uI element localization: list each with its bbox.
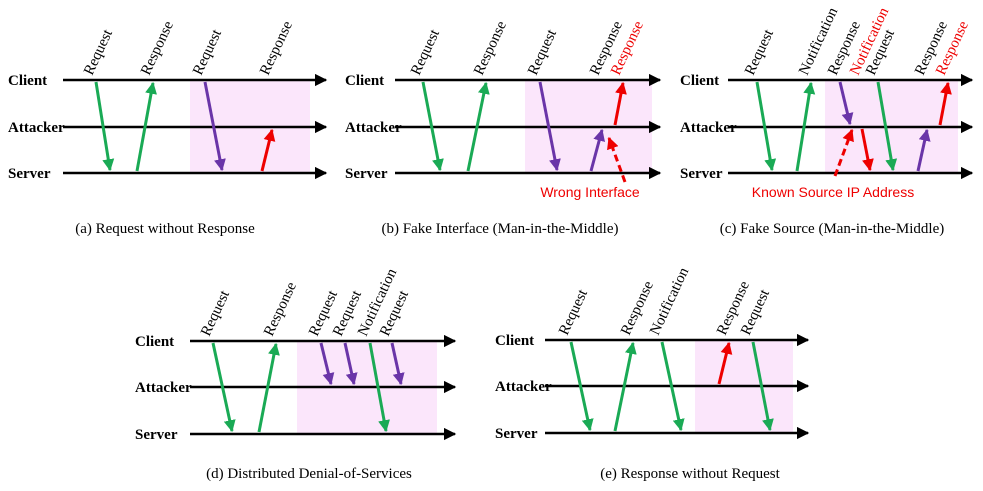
lane-label-server: Server bbox=[495, 426, 538, 442]
message-label-response: Response bbox=[257, 19, 296, 78]
message-label-request: Request bbox=[742, 26, 777, 77]
message-arrow-response bbox=[838, 81, 854, 126]
message-arrow-request bbox=[538, 81, 561, 172]
message-arrow-response bbox=[260, 128, 276, 172]
panel-note: Known Source IP Address bbox=[752, 184, 914, 200]
message-arrow-response bbox=[938, 81, 952, 126]
message-arrow-response bbox=[613, 81, 627, 126]
lane-label-client: Client bbox=[680, 73, 719, 89]
lane-label-attacker: Attacker bbox=[135, 380, 192, 396]
message-arrow-request bbox=[390, 342, 405, 386]
panel-caption: (b) Fake Interface (Man-in-the-Middle) bbox=[382, 221, 619, 237]
lane-label-client: Client bbox=[495, 333, 534, 349]
lane-label-client: Client bbox=[135, 334, 174, 350]
message-arrow-response bbox=[466, 81, 490, 172]
lane-label-server: Server bbox=[135, 427, 178, 443]
panel-caption: (e) Response without Request bbox=[600, 466, 780, 482]
message-arrow-notification bbox=[368, 342, 390, 433]
message-arrow-response bbox=[916, 128, 931, 172]
message-arrow-request bbox=[569, 341, 594, 432]
message-arrow-notification bbox=[860, 128, 874, 172]
message-arrow-request bbox=[421, 81, 444, 172]
message-arrow-response bbox=[257, 342, 280, 433]
panel-note: Wrong Interface bbox=[540, 184, 640, 200]
message-label-request: Request bbox=[408, 26, 443, 77]
message-label-response: Response bbox=[471, 19, 510, 78]
message-label-request: Request bbox=[198, 287, 233, 338]
message-arrow-request bbox=[319, 342, 335, 386]
lane-label-attacker: Attacker bbox=[345, 120, 402, 136]
message-label-request: Request bbox=[190, 26, 225, 77]
message-label-response: Response bbox=[261, 280, 300, 339]
message-label-request: Request bbox=[525, 26, 560, 77]
message-arrow-response bbox=[717, 341, 733, 385]
message-label-notification: Notification bbox=[647, 265, 692, 338]
message-arrow-response bbox=[613, 341, 637, 432]
message-arrow-response bbox=[589, 128, 605, 172]
lane-label-server: Server bbox=[8, 166, 51, 182]
message-arrow-request bbox=[755, 81, 777, 172]
note-pointer-arrow bbox=[607, 136, 627, 183]
message-arrow-notification bbox=[660, 341, 685, 432]
lane-label-server: Server bbox=[680, 166, 723, 182]
message-label-response: Response bbox=[138, 19, 177, 78]
message-arrow-request bbox=[94, 81, 115, 172]
lane-label-server: Server bbox=[345, 166, 388, 182]
message-arrow-request bbox=[211, 342, 236, 433]
lane-label-client: Client bbox=[345, 73, 384, 89]
lane-label-attacker: Attacker bbox=[495, 379, 552, 395]
note-pointer-arrow bbox=[833, 128, 854, 177]
message-label-request: Request bbox=[81, 26, 116, 77]
message-arrow-request bbox=[751, 341, 774, 432]
lane-label-attacker: Attacker bbox=[680, 120, 737, 136]
message-label-request: Request bbox=[556, 286, 591, 337]
message-arrow-request bbox=[343, 342, 358, 386]
message-arrow-request bbox=[203, 81, 226, 172]
panel-caption: (a) Request without Response bbox=[75, 221, 255, 237]
message-arrow-response bbox=[135, 81, 157, 172]
message-arrow-request bbox=[876, 81, 898, 172]
lane-label-client: Client bbox=[8, 73, 47, 89]
panel-caption: (d) Distributed Denial-of-Services bbox=[206, 466, 412, 482]
panel-caption: (c) Fake Source (Man-in-the-Middle) bbox=[720, 221, 945, 237]
lane-label-attacker: Attacker bbox=[8, 120, 65, 136]
message-arrow-notification bbox=[795, 81, 816, 172]
